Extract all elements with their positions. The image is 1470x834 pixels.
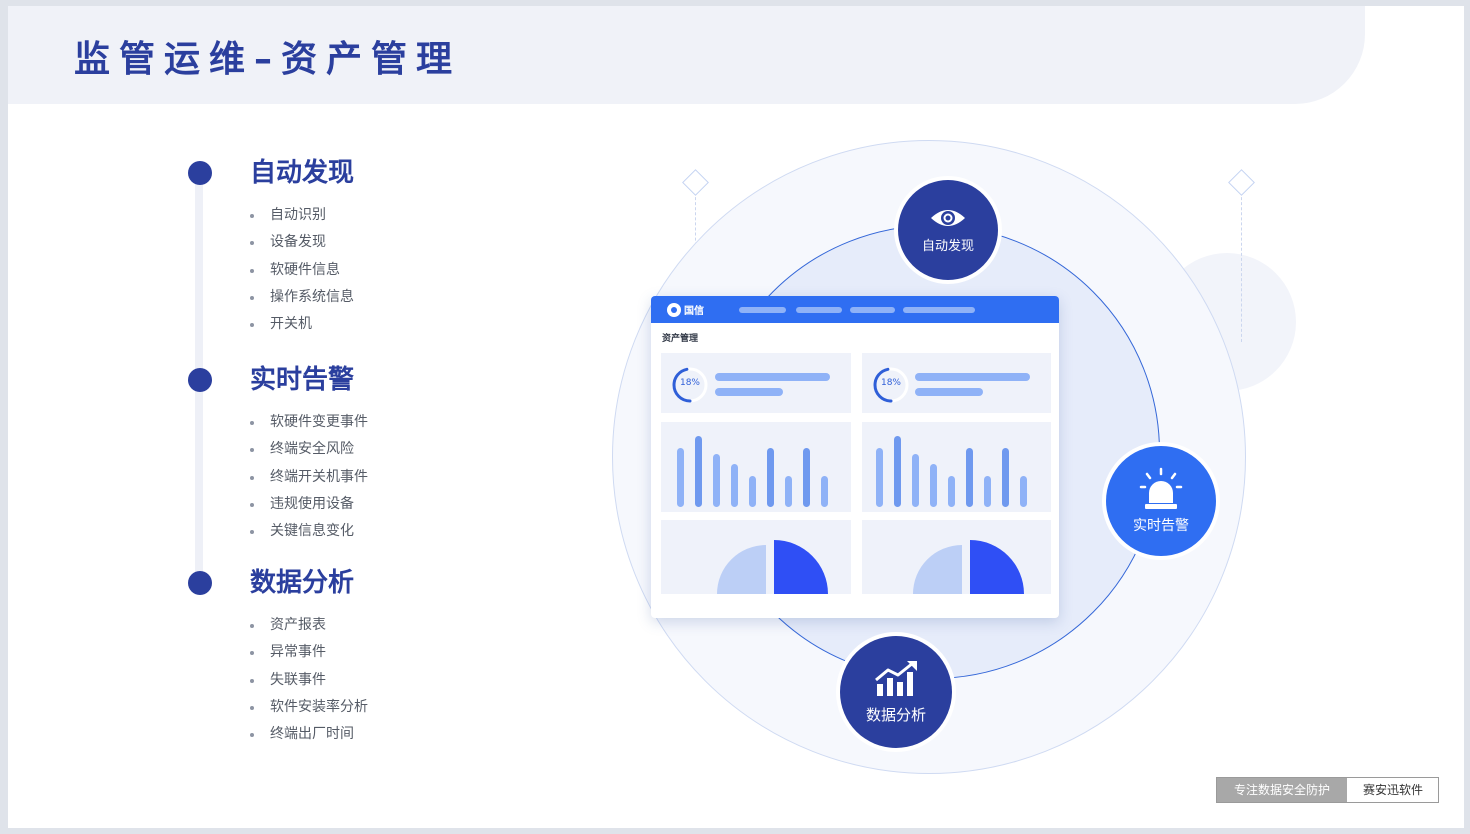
list-item: 软件安装率分析: [249, 697, 368, 724]
list-item: 自动识别: [249, 205, 354, 232]
pie-slice: [970, 540, 1024, 594]
progress-percent: 18%: [880, 378, 901, 388]
list-item: 软硬件变更事件: [249, 412, 368, 439]
footer-company: 赛安迅软件: [1363, 783, 1424, 797]
section-title: 自动发现: [250, 158, 355, 188]
dashboard-mockup: 国信 资产管理 18% 18%: [651, 296, 1059, 618]
bar-chart-card: [661, 422, 851, 512]
feature-data-analysis: 数据分析: [840, 636, 952, 748]
list-item: 软硬件信息: [249, 260, 354, 287]
chart-bar: [821, 476, 828, 507]
page-title: 监管运维–资产管理: [74, 39, 462, 80]
list-item: 终端开关机事件: [249, 467, 368, 494]
pie-slice: [913, 545, 962, 594]
chart-bar: [677, 448, 684, 507]
alarm-siren-icon: [1139, 467, 1183, 509]
chart-bar: [930, 464, 937, 507]
list-item: 资产报表: [249, 615, 368, 642]
chart-bar: [894, 436, 901, 507]
list-item: 开关机: [249, 314, 354, 341]
list-item: 终端出厂时间: [249, 724, 368, 751]
pie-chart-card: [862, 520, 1051, 594]
bar-chart: [677, 436, 828, 507]
timeline-dot: [188, 571, 212, 595]
half-pie-chart: [913, 540, 1024, 594]
chart-bar: [912, 454, 919, 507]
nav-placeholder: [739, 307, 786, 313]
stat-card: 18%: [661, 353, 851, 413]
feature-label: 实时告警: [1133, 518, 1189, 534]
chart-bar: [767, 448, 774, 507]
section-list: 软硬件变更事件 终端安全风险 终端开关机事件 违规使用设备 关键信息变化: [249, 412, 368, 548]
list-item: 失联事件: [249, 670, 368, 697]
chart-bar: [984, 476, 991, 507]
list-item: 违规使用设备: [249, 494, 368, 521]
chart-bar: [695, 436, 702, 507]
growth-chart-icon: [875, 660, 917, 696]
section-title: 实时告警: [250, 365, 355, 395]
diamond-icon: [1228, 169, 1255, 196]
chart-bar: [876, 448, 883, 507]
chart-bar: [1002, 448, 1009, 507]
brand-name: 国信: [684, 306, 704, 317]
slide: 监管运维–资产管理 自动发现 自动识别 设备发现 软硬件信息 操作系统信息 开关…: [8, 6, 1464, 828]
dashboard-title: 资产管理: [662, 334, 699, 344]
bar-chart-card: [862, 422, 1051, 512]
list-item: 关键信息变化: [249, 521, 368, 548]
feature-realtime-alarm: 实时告警: [1106, 446, 1216, 556]
progress-ring: [672, 367, 708, 403]
feature-label: 数据分析: [865, 705, 926, 724]
chart-bar: [948, 476, 955, 507]
timeline-dot: [188, 161, 212, 185]
section-list: 资产报表 异常事件 失联事件 软件安装率分析 终端出厂时间: [249, 615, 368, 751]
text-placeholder: [715, 388, 783, 396]
list-item: 异常事件: [249, 642, 368, 669]
chart-bar: [785, 476, 792, 507]
half-pie-chart: [717, 540, 828, 594]
feature-auto-discovery: 自动发现: [898, 180, 998, 280]
diamond-icon: [682, 169, 709, 196]
list-item: 设备发现: [249, 232, 354, 259]
pie-slice: [774, 540, 828, 594]
chart-bar: [749, 476, 756, 507]
footer-slogan: 专注数据安全防护: [1217, 778, 1348, 802]
brand-logo-icon: [667, 303, 681, 317]
footer-badge: 专注数据安全防护 赛安迅软件: [1216, 777, 1440, 803]
timeline-dot: [188, 368, 212, 392]
text-placeholder: [915, 373, 1030, 381]
list-item: 操作系统信息: [249, 287, 354, 314]
chart-bar: [966, 448, 973, 507]
text-placeholder: [915, 388, 983, 396]
chart-bar: [1020, 476, 1027, 507]
dashed-line: [1241, 192, 1242, 342]
bar-chart: [876, 436, 1027, 507]
nav-placeholder: [850, 307, 895, 313]
list-item: 终端安全风险: [249, 439, 368, 466]
progress-ring: [873, 367, 909, 403]
pie-chart-card: [661, 520, 851, 594]
title-band: [8, 6, 1365, 104]
section-list: 自动识别 设备发现 软硬件信息 操作系统信息 开关机: [249, 205, 354, 341]
nav-placeholder: [903, 307, 975, 313]
progress-percent: 18%: [679, 378, 700, 388]
chart-bar: [713, 454, 720, 507]
feature-label: 自动发现: [921, 239, 974, 254]
eye-icon: [931, 210, 965, 226]
progress-arc: [873, 367, 909, 403]
pie-slice: [717, 545, 766, 594]
section-title: 数据分析: [250, 568, 355, 598]
stat-card: 18%: [862, 353, 1051, 413]
chart-bar: [731, 464, 738, 507]
nav-placeholder: [796, 307, 842, 313]
text-placeholder: [715, 373, 830, 381]
progress-arc: [672, 367, 708, 403]
chart-bar: [803, 448, 810, 507]
dashboard-header: 国信: [651, 296, 1059, 323]
